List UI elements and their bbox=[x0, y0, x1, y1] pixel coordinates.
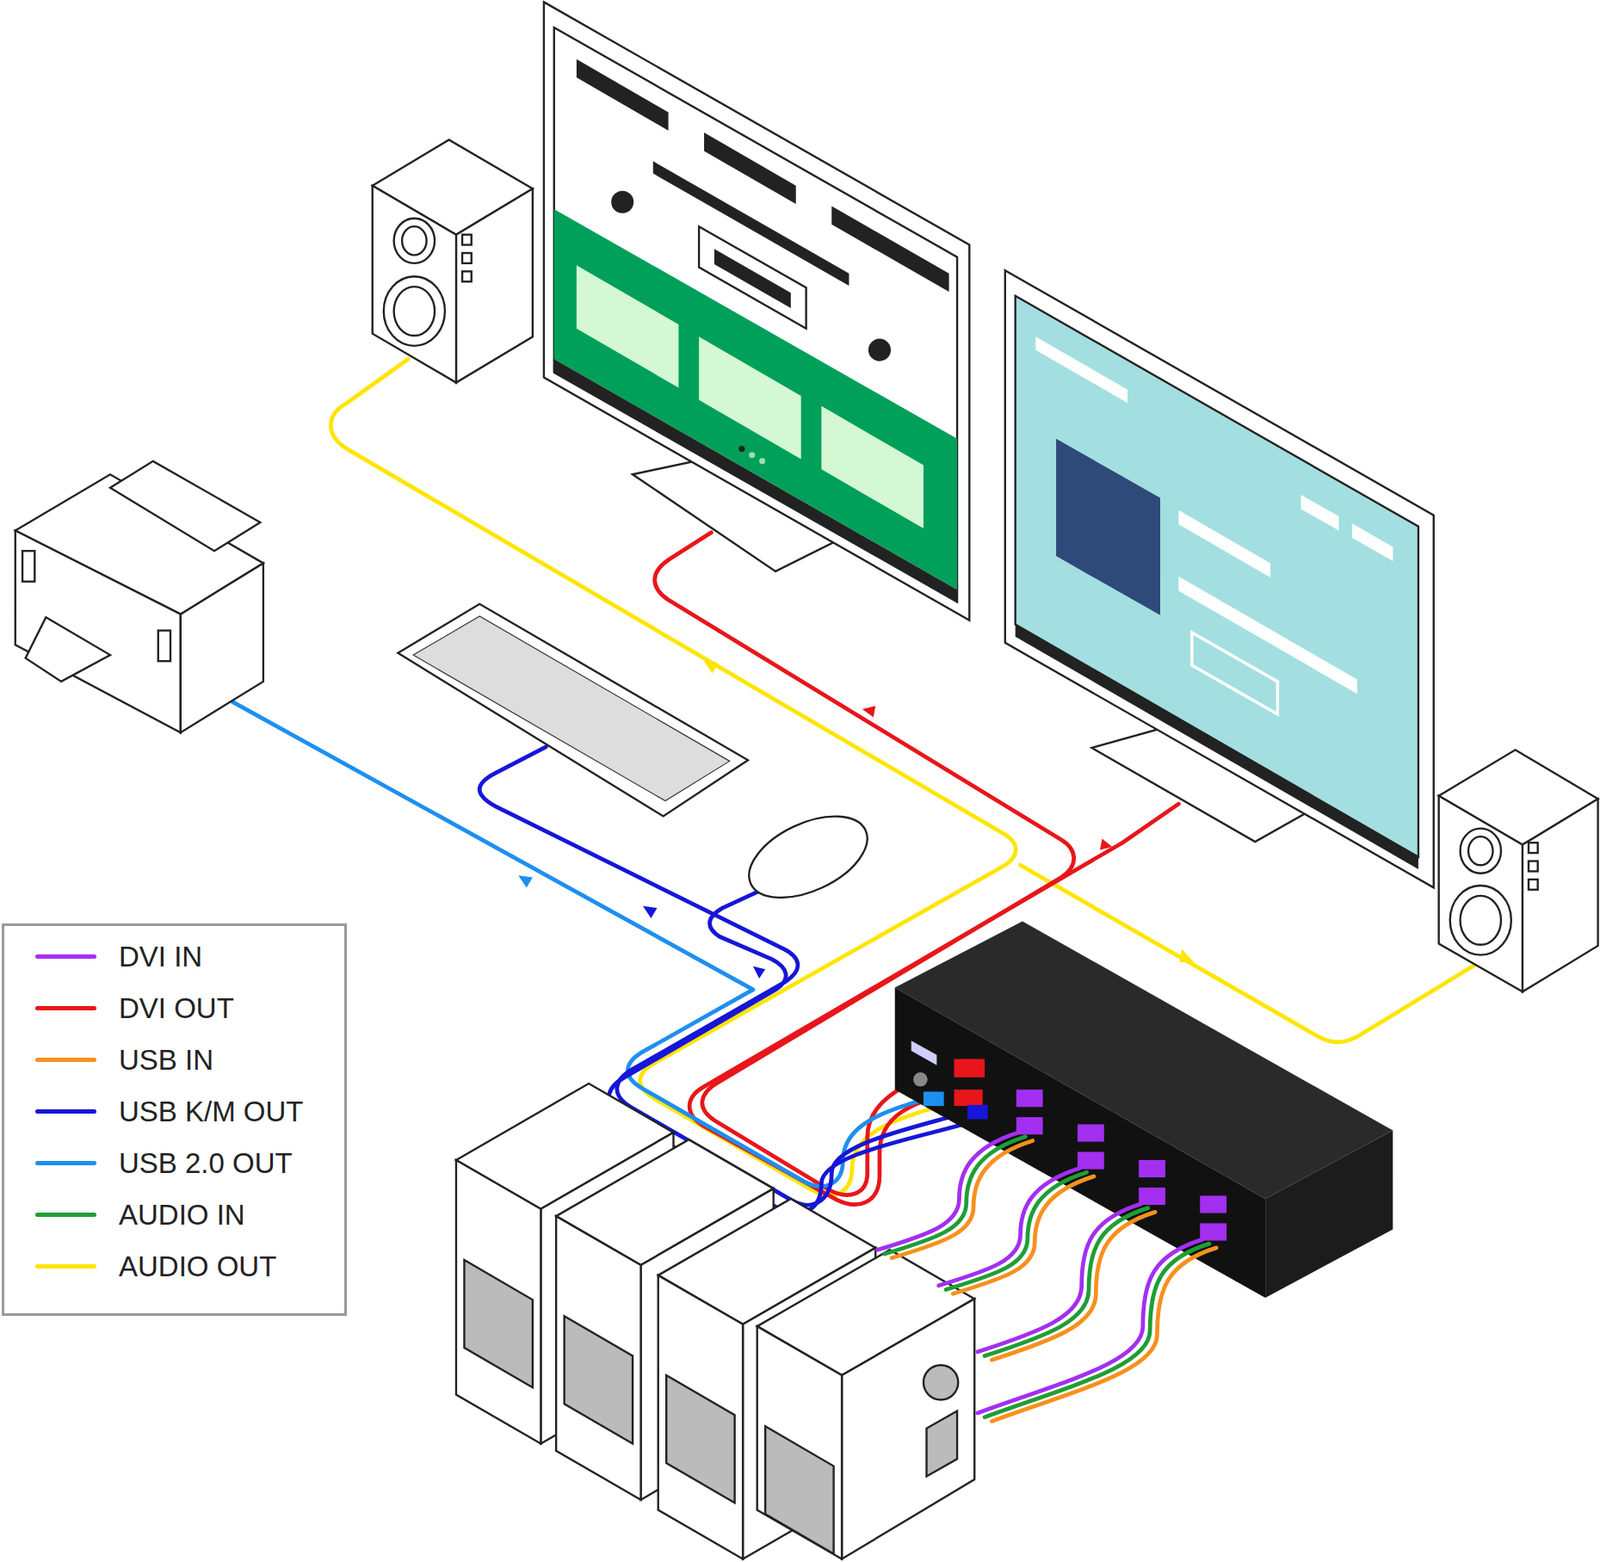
legend-swatch bbox=[35, 954, 97, 959]
legend-row: DVI OUT bbox=[4, 988, 235, 1027]
legend-swatch bbox=[35, 1212, 97, 1217]
legend-row: USB K/M OUT bbox=[4, 1092, 304, 1131]
legend-swatch bbox=[35, 1006, 97, 1011]
legend-text: AUDIO OUT bbox=[118, 1252, 277, 1281]
legend-row: USB 2.0 OUT bbox=[4, 1143, 293, 1182]
right-monitor bbox=[1005, 270, 1434, 888]
pc-towers bbox=[456, 1083, 975, 1559]
legend-text: DVI OUT bbox=[118, 994, 235, 1023]
legend-text: AUDIO IN bbox=[118, 1200, 246, 1230]
legend-row: DVI IN bbox=[4, 937, 203, 976]
legend-text: USB IN bbox=[118, 1045, 214, 1075]
mouse bbox=[736, 799, 880, 915]
legend-swatch bbox=[35, 1161, 97, 1166]
right-speaker bbox=[1439, 749, 1599, 992]
legend-text: DVI IN bbox=[118, 942, 203, 971]
kvm-switch bbox=[895, 921, 1394, 1298]
legend-text: USB 2.0 OUT bbox=[118, 1149, 293, 1178]
legend-swatch bbox=[35, 1057, 97, 1063]
legend-row: USB IN bbox=[4, 1040, 214, 1079]
left-speaker bbox=[372, 139, 533, 383]
legend-swatch bbox=[35, 1264, 97, 1269]
legend-row: AUDIO IN bbox=[4, 1195, 246, 1234]
legend-text: USB K/M OUT bbox=[118, 1097, 304, 1126]
pc-cables bbox=[877, 1132, 1217, 1421]
legend-row: AUDIO OUT bbox=[4, 1247, 277, 1285]
printer bbox=[15, 461, 264, 733]
keyboard bbox=[397, 604, 748, 817]
legend-box: DVI IN DVI OUT USB IN USB K/M OUT USB 2.0 OU… bbox=[1, 923, 347, 1316]
left-monitor bbox=[543, 1, 970, 620]
legend-swatch bbox=[35, 1109, 97, 1114]
